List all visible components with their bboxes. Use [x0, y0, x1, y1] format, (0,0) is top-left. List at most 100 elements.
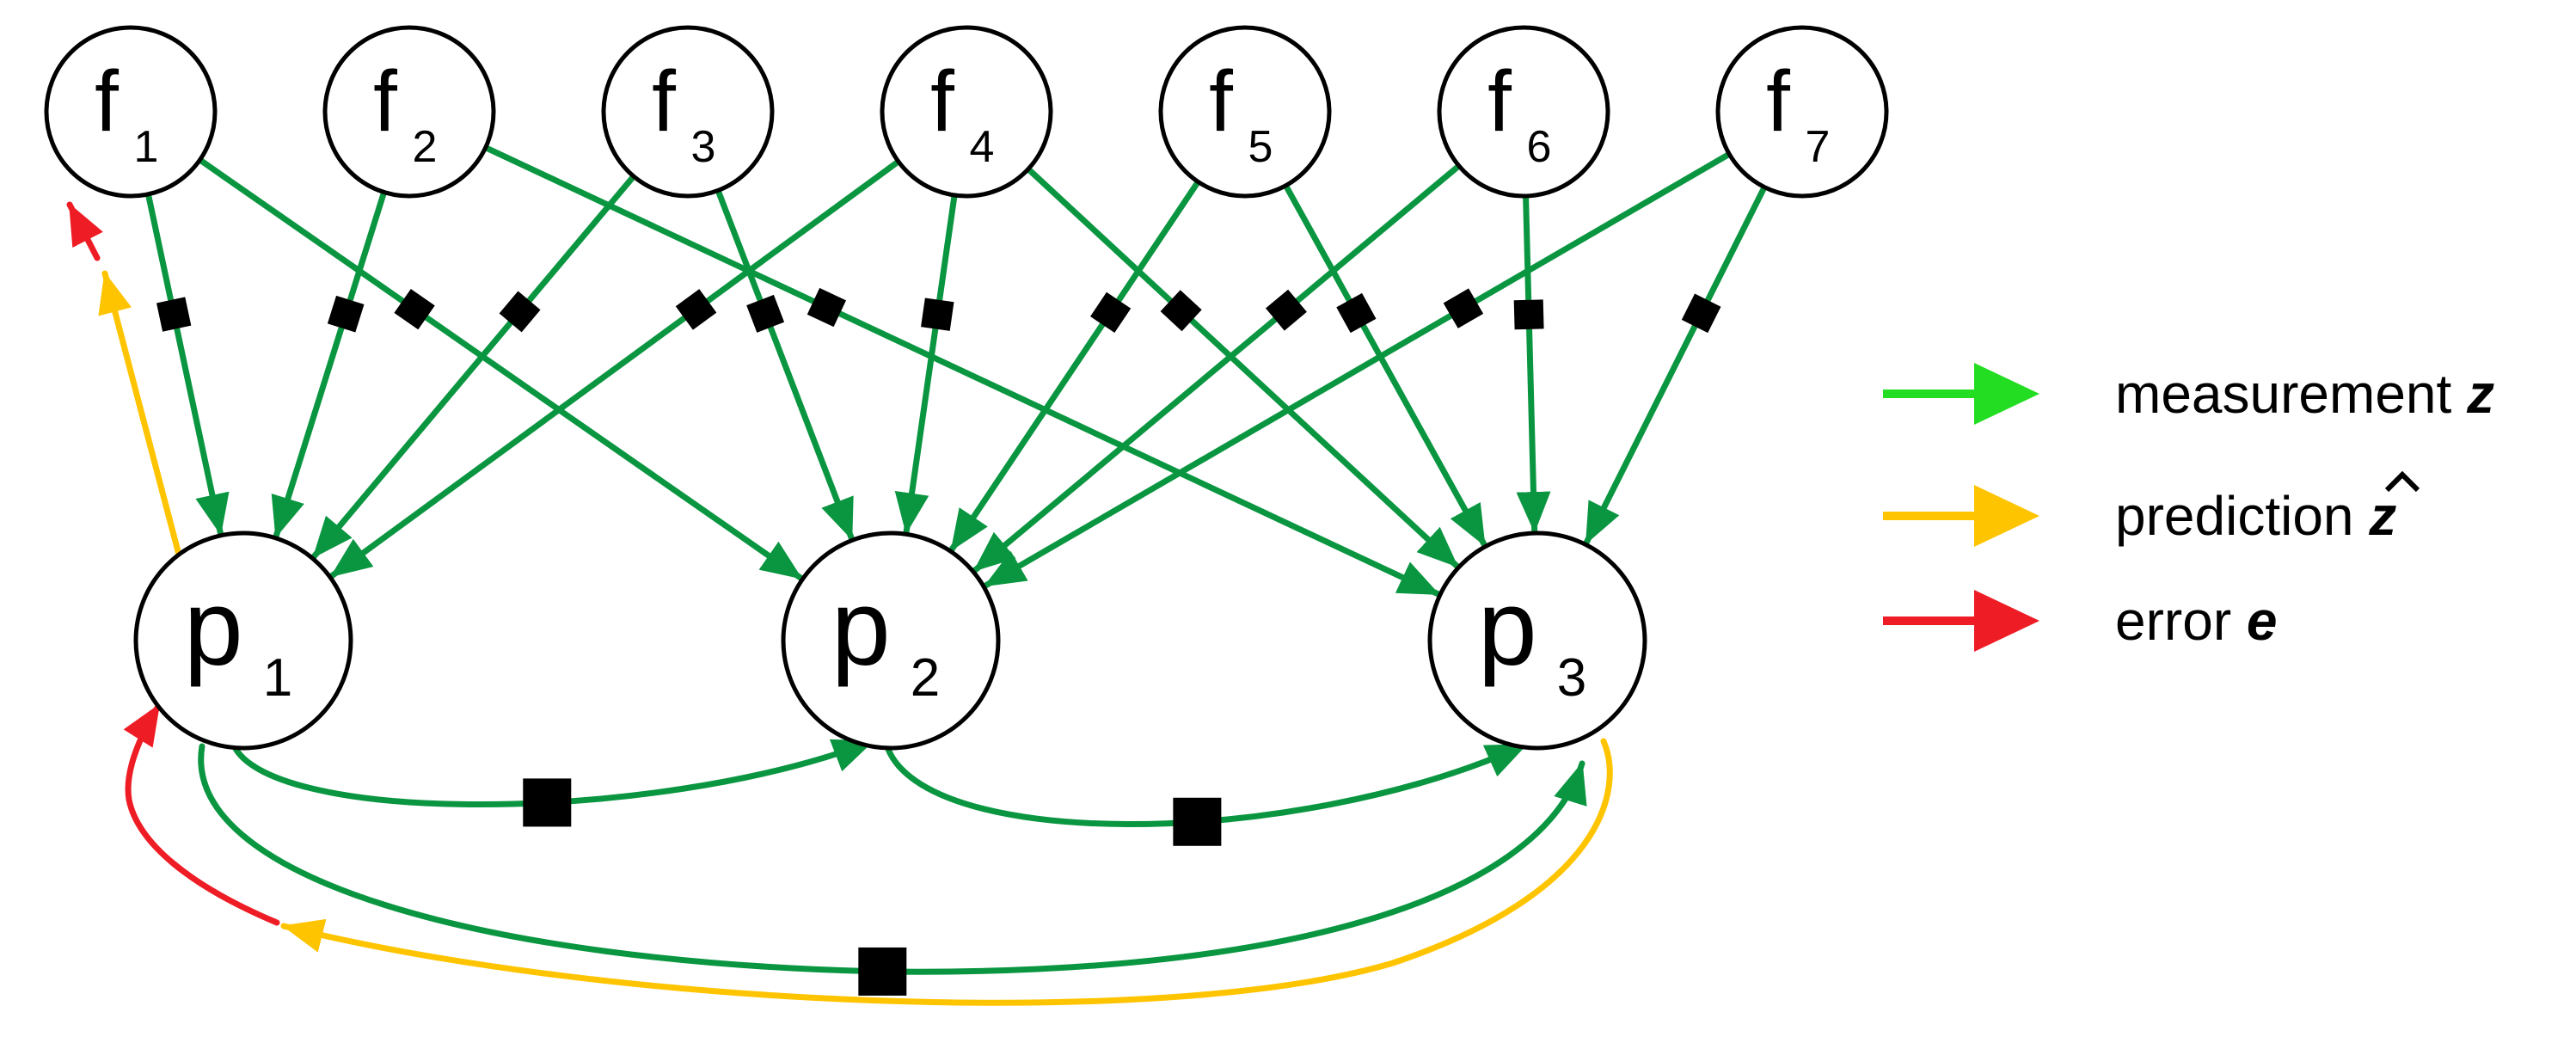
legend-item-error: error e [1883, 590, 2278, 652]
factor-square-p1-p2 [523, 778, 572, 827]
node-subscript-f6: 6 [1527, 122, 1552, 172]
node-subscript-p3: 3 [1557, 648, 1586, 708]
node-label-f5: f [1209, 53, 1233, 150]
node-label-f6: f [1487, 53, 1512, 150]
node-label-f1: f [95, 53, 119, 150]
node-subscript-f1: 1 [134, 122, 159, 172]
legend-arrowhead-measurement [1974, 363, 2039, 425]
factor-square-f4-p2 [921, 298, 954, 331]
factor-square-f1-p2 [394, 288, 435, 330]
legend-label-prediction: prediction z [2115, 485, 2396, 547]
node-subscript-p1: 1 [263, 648, 292, 708]
factor-square-f5-p2 [1090, 291, 1132, 333]
legend-label-error: error e [2115, 590, 2278, 652]
node-circle-p1 [133, 531, 353, 751]
factor-square-p1-p3 [858, 947, 907, 996]
measurement-edge-f3-p1 [310, 170, 640, 561]
node-subscript-f7: 7 [1806, 122, 1831, 172]
node-subscript-f3: 3 [691, 122, 716, 172]
legend-arrowhead-error [1974, 590, 2039, 652]
node-label-f7: f [1766, 53, 1790, 150]
error-edge-p1-f1 [66, 201, 103, 261]
factor-square-f7-p2 [1443, 288, 1484, 328]
node-circle-p3 [1427, 531, 1647, 751]
legend-symbol-e: e [2247, 590, 2278, 652]
prediction-error-paths [66, 201, 1613, 1006]
factor-square-f4-p1 [675, 289, 717, 330]
node-label-f2: f [373, 53, 397, 150]
node-circle-f3 [601, 25, 775, 199]
node-subscript-f5: 5 [1248, 122, 1273, 172]
node-circle-f7 [1715, 25, 1889, 199]
legend-item-measurement: measurement z [1883, 363, 2494, 425]
node-circle-f6 [1437, 25, 1610, 199]
node-circle-p2 [781, 531, 1001, 751]
node-subscript-f2: 2 [413, 122, 438, 172]
factor-square-f2-p3 [807, 287, 847, 328]
node-circle-f5 [1158, 25, 1332, 199]
measurement-edge-f4-p2 [894, 188, 959, 536]
legend-hat-accent [2384, 470, 2420, 493]
factor-square-f1-p1 [156, 297, 192, 332]
node-label-p2: p [831, 568, 891, 687]
odometry-edge-p2-p3 [882, 738, 1530, 827]
measurement-edge-f5-p3 [1280, 179, 1488, 549]
measurement-edge-f7-p3 [1583, 181, 1769, 546]
measurement-edge-f6-p2 [971, 160, 1465, 574]
measurement-edge-f7-p2 [982, 149, 1736, 589]
factor-square-p2-p3 [1173, 797, 1222, 846]
measurement-edge-f4-p1 [328, 156, 905, 580]
measurement-edges [144, 143, 1769, 598]
measurement-edge-f4-p3 [1022, 163, 1461, 570]
measurement-edge-f1-p2 [193, 155, 805, 581]
measurement-edge-f5-p2 [948, 175, 1204, 553]
prediction-edge-p3-p1 [280, 738, 1613, 1006]
factor-square-f3-p2 [746, 294, 785, 333]
node-subscript-p2: 2 [911, 648, 940, 708]
legend: measurement z prediction z error e [1883, 363, 2494, 652]
node-circle-f4 [880, 25, 1053, 199]
node-circle-f2 [322, 25, 496, 199]
node-circle-f1 [44, 25, 218, 199]
measurement-edge-f1-p1 [144, 187, 230, 537]
factor-markers [156, 287, 1721, 996]
error-edge-p1-loop [123, 702, 280, 926]
odometry-edges [198, 738, 1587, 975]
measurement-edge-f6-p3 [1516, 189, 1551, 535]
measurement-edge-f2-p1 [271, 186, 389, 540]
factor-square-f4-p3 [1160, 290, 1202, 332]
legend-symbol-zhat: z [2368, 485, 2396, 547]
legend-item-prediction: prediction z [1883, 470, 2420, 547]
odometry-edge-p1-p3 [198, 743, 1587, 975]
node-label-f3: f [652, 53, 676, 150]
factor-square-f5-p3 [1336, 292, 1377, 334]
factor-square-f7-p3 [1681, 293, 1721, 334]
node-subscript-f4: 4 [970, 122, 995, 172]
factor-square-f2-p1 [327, 295, 365, 333]
factor-square-f3-p1 [499, 291, 541, 333]
measurement-edge-f3-p2 [714, 184, 856, 542]
prediction-edge-p1-f1 [98, 270, 182, 558]
odometry-edge-p1-p2 [229, 738, 876, 807]
legend-symbol-z: z [2466, 363, 2494, 425]
node-label-p1: p [184, 568, 243, 687]
factor-square-f6-p2 [1266, 289, 1307, 331]
measurement-edge-f2-p3 [479, 143, 1442, 598]
legend-label-measurement: measurement z [2115, 363, 2494, 425]
node-label-p3: p [1478, 568, 1537, 687]
factor-square-f6-p3 [1513, 299, 1544, 330]
node-label-f4: f [930, 53, 954, 150]
